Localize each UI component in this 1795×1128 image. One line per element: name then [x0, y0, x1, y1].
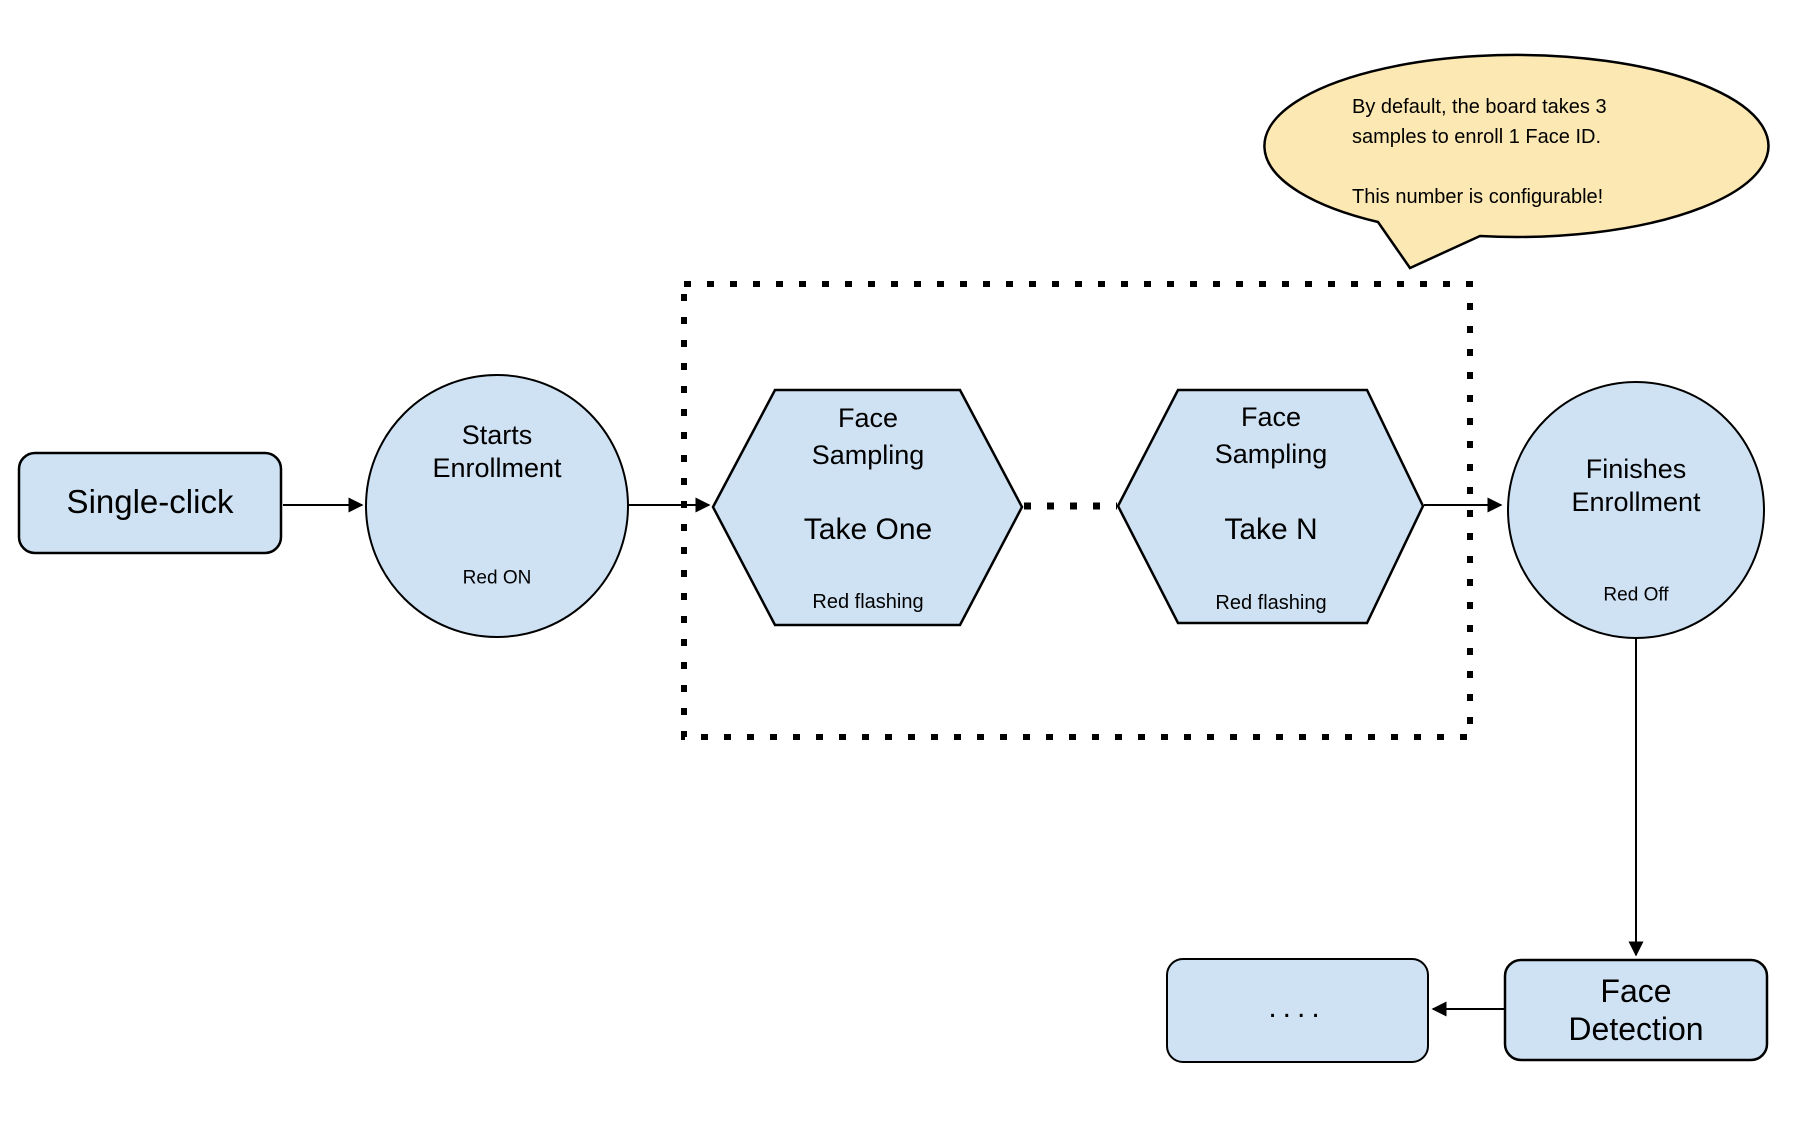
- sampling-loop-dotted-border: [681, 281, 1473, 740]
- starts-enrollment-title: Starts Enrollment: [432, 420, 562, 483]
- single-click-node: [17, 451, 283, 555]
- face-sampling-take-n-node: [1116, 388, 1425, 625]
- face-detection-label: Face Detection: [1568, 973, 1704, 1047]
- finishes-enrollment-status: Red Off: [1603, 584, 1669, 606]
- callout-text: By default, the board takes 3 samples to…: [1352, 96, 1607, 208]
- face-sampling-take-n-title: Face Sampling: [1214, 402, 1328, 469]
- face-sampling-take-n-take: Take N: [1224, 513, 1318, 546]
- starts-enrollment-node: [365, 374, 629, 638]
- finishes-enrollment-node: [1507, 381, 1765, 639]
- continuation-node: [1166, 958, 1429, 1063]
- face-sampling-take-n-status: Red flashing: [1215, 592, 1327, 614]
- face-sampling-take-one-take: Take One: [803, 513, 933, 546]
- face-sampling-take-one-status: Red flashing: [812, 591, 924, 613]
- face-detection-node: [1503, 958, 1769, 1062]
- starts-enrollment-status: Red ON: [462, 567, 532, 589]
- callout-bubble: [1263, 53, 1770, 270]
- finishes-enrollment-title: Finishes Enrollment: [1571, 454, 1701, 517]
- continuation-label: ....: [1268, 991, 1326, 1024]
- face-sampling-take-one-node: [711, 388, 1024, 627]
- face-sampling-take-one-title: Face Sampling: [811, 403, 925, 470]
- single-click-label: Single-click: [66, 483, 234, 521]
